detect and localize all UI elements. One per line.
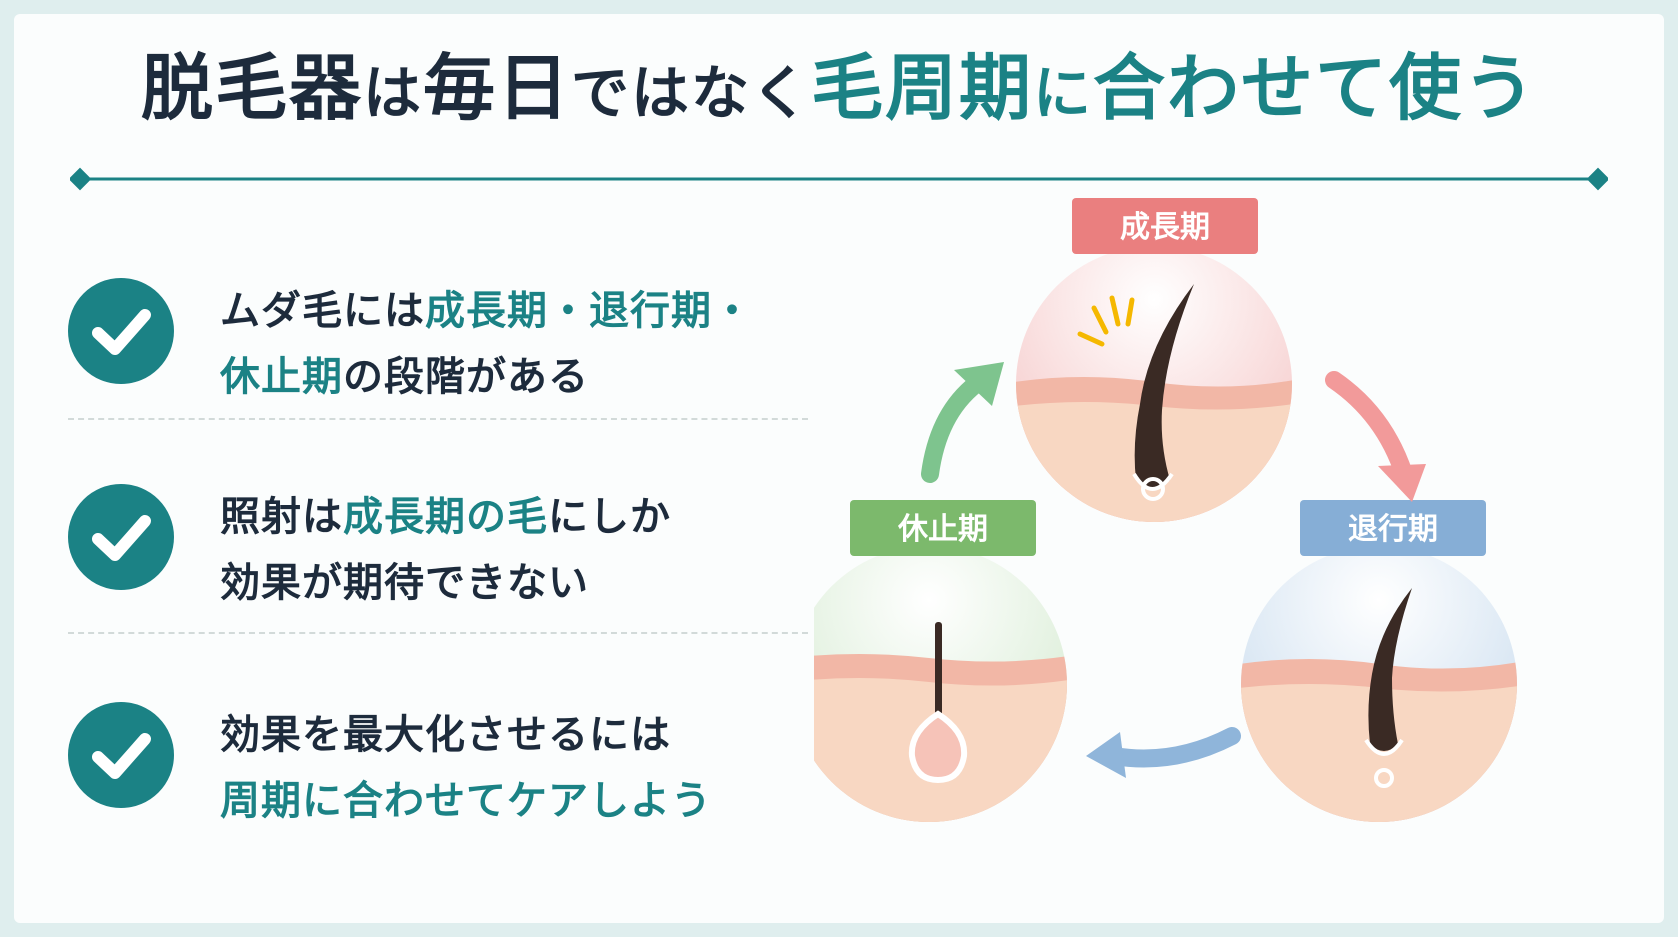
point-separator <box>68 418 808 420</box>
point-line-2: 休止期の段階がある <box>220 344 820 410</box>
title-part-5: 毛周期 <box>811 46 1034 130</box>
point-text-segment: 休止期 <box>220 354 343 400</box>
divider-diamond-left <box>70 167 92 191</box>
growth-phase-tag: 成長期 <box>1072 198 1258 254</box>
resting-phase-circle <box>814 546 1067 822</box>
check-icon <box>68 702 174 808</box>
regression-phase-tag: 退行期 <box>1300 500 1486 556</box>
point-line-1: 照射は成長期の毛にしか <box>220 484 820 550</box>
point-text-segment: 成長期・退行期・ <box>425 288 753 334</box>
growth-phase-label: 成長期 <box>1120 210 1210 245</box>
growth-phase-circle <box>1016 246 1292 522</box>
point-text-segment: の段階がある <box>343 354 589 400</box>
title-part-3: 毎日 <box>422 46 571 130</box>
arrow-growth-to-regression-icon <box>1325 371 1426 502</box>
point-item: 効果を最大化させるには 周期に合わせてケアしよう <box>54 678 814 828</box>
title-part-6: に <box>1033 59 1094 127</box>
point-text: 効果を最大化させるには 周期に合わせてケアしよう <box>220 702 820 834</box>
point-text-segment: 成長期の毛 <box>343 494 548 540</box>
regression-phase-label: 退行期 <box>1348 512 1438 547</box>
point-text-segment: 照射は <box>220 494 343 540</box>
point-text-segment: 周期に合わせてケアしよう <box>220 778 712 824</box>
growth-hair-icon <box>1134 284 1194 488</box>
point-line-2: 効果が期待できない <box>220 550 820 616</box>
point-text: 照射は成長期の毛にしか 効果が期待できない <box>220 484 820 616</box>
point-text: ムダ毛には成長期・退行期・ 休止期の段階がある <box>220 278 820 410</box>
check-icon <box>68 484 174 590</box>
title-divider <box>70 167 1608 191</box>
hair-cycle-diagram: 成長期 退行期 <box>814 198 1517 822</box>
growth-spark-icon <box>1077 295 1135 347</box>
point-text-segment: 効果を最大化させるには <box>220 712 671 758</box>
arrow-resting-to-growth-icon <box>921 362 1004 483</box>
infographic-card: 脱毛器は毎日ではなく毛周期に合わせて使う ムダ毛には成長期・退行期・ 休止期の段… <box>14 14 1664 923</box>
point-item: 照射は成長期の毛にしか 効果が期待できない <box>54 460 814 610</box>
regression-hair-icon <box>1368 588 1412 751</box>
point-text-segment: ムダ毛には <box>220 288 425 334</box>
resting-hair-icon <box>935 622 942 722</box>
check-icon <box>68 278 174 384</box>
point-separator <box>68 632 808 634</box>
resting-phase-tag: 休止期 <box>850 500 1036 556</box>
title-part-4: ではなく <box>570 59 811 127</box>
arrow-regression-to-resting-icon <box>1086 727 1241 778</box>
point-item: ムダ毛には成長期・退行期・ 休止期の段階がある <box>54 254 814 404</box>
point-text-segment: にしか <box>548 494 671 540</box>
point-line-2: 周期に合わせてケアしよう <box>220 768 820 834</box>
page-title: 脱毛器は毎日ではなく毛周期に合わせて使う <box>14 52 1664 124</box>
title-part-1: 脱毛器 <box>140 46 363 130</box>
point-line-1: 効果を最大化させるには <box>220 702 820 768</box>
title-part-7: 合わせて使う <box>1093 46 1538 130</box>
point-line-1: ムダ毛には成長期・退行期・ <box>220 278 820 344</box>
point-text-segment: 効果が期待できない <box>220 560 589 606</box>
resting-phase-label: 休止期 <box>897 512 988 547</box>
title-part-2: は <box>362 59 423 127</box>
regression-phase-circle <box>1241 546 1517 822</box>
